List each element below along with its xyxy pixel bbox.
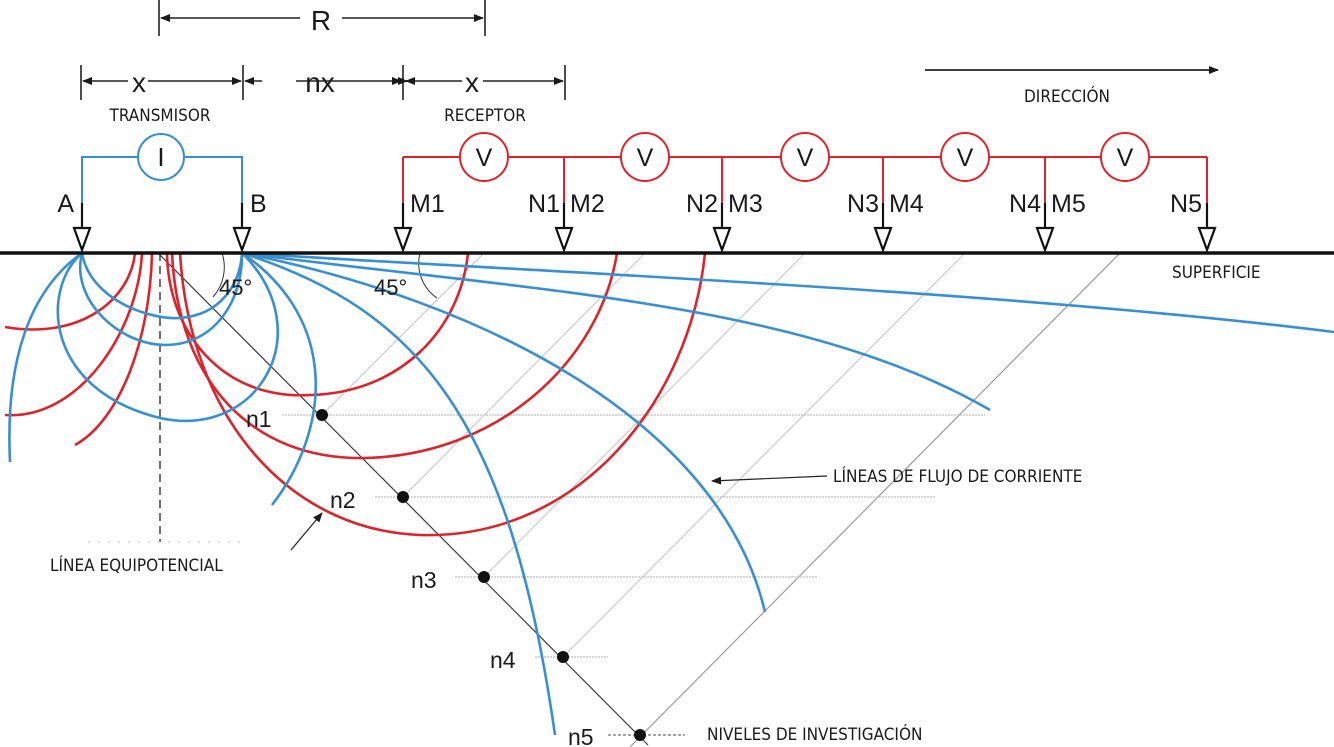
current-flow-line bbox=[241, 251, 767, 613]
dimension-label-x-left: x bbox=[132, 67, 146, 98]
electrode-label-N4: N4 bbox=[1009, 190, 1041, 218]
dimension-label-nx: nx bbox=[305, 67, 335, 98]
current-flow-line bbox=[241, 251, 991, 412]
current-flow-line bbox=[56, 252, 279, 423]
current-flow-line bbox=[79, 252, 244, 347]
dimension-label-x-right: x bbox=[465, 67, 479, 98]
level-point-n5 bbox=[634, 729, 646, 741]
dimension-R bbox=[158, 0, 486, 36]
voltmeter-label: V bbox=[957, 144, 974, 172]
level-point-n1 bbox=[316, 409, 328, 421]
transmitter-circuit: I bbox=[81, 133, 243, 203]
voltmeter-label: V bbox=[476, 144, 493, 172]
angle-arc-right bbox=[418, 252, 438, 299]
level-point-n4 bbox=[557, 651, 569, 663]
voltmeter-icon bbox=[1100, 132, 1150, 182]
electrode-M1 bbox=[393, 203, 413, 254]
level-label-n3: n3 bbox=[411, 567, 437, 593]
electrode-label-M5: M5 bbox=[1051, 190, 1086, 218]
level-label-n4: n4 bbox=[490, 647, 516, 673]
equipotential-line bbox=[4, 252, 144, 417]
electrode-label-A: A bbox=[57, 190, 74, 218]
electrode-N3-M4 bbox=[873, 203, 893, 254]
electrode-label-N3: N3 bbox=[847, 190, 879, 218]
ammeter-label: I bbox=[157, 142, 164, 172]
equipotential-lines bbox=[4, 252, 707, 537]
electrode-N2-M3 bbox=[712, 203, 732, 254]
current-flow-line bbox=[241, 251, 557, 736]
dimension-label-R: R bbox=[311, 5, 331, 36]
current-flow-line bbox=[80, 252, 244, 320]
electrode-label-N1: N1 bbox=[528, 190, 560, 218]
current-flow-callout-arrow bbox=[711, 475, 828, 485]
electrode-N4-M5 bbox=[1035, 203, 1055, 254]
dimension-x-right bbox=[398, 65, 566, 100]
investigation-levels-label: NIVELES DE INVESTIGACIÓN bbox=[707, 723, 922, 745]
transmitter-wire bbox=[184, 156, 243, 203]
level-point-n2 bbox=[397, 491, 409, 503]
guide-45-line bbox=[629, 252, 1121, 747]
equipotential-line bbox=[4, 252, 137, 331]
equipotential-callout-arrow bbox=[290, 512, 323, 551]
transmitter-wire bbox=[81, 156, 138, 203]
current-flow-lines bbox=[8, 251, 1334, 736]
electrode-label-M2: M2 bbox=[570, 190, 605, 218]
surface-label: SUPERFICIE bbox=[1172, 263, 1261, 283]
equipotential-line bbox=[74, 252, 154, 447]
voltmeter-icon bbox=[780, 132, 830, 182]
transmitter-label: TRANSMISOR bbox=[109, 106, 211, 126]
equipotential-label: LÍNEA EQUIPOTENCIAL bbox=[50, 554, 223, 576]
guide-45-line bbox=[321, 252, 485, 416]
electrodes bbox=[72, 203, 1217, 254]
electrode-label-N5: N5 bbox=[1170, 190, 1202, 218]
receiver-label: RECEPTOR bbox=[444, 106, 526, 126]
voltmeter-icon bbox=[940, 132, 990, 182]
electrode-label-N2: N2 bbox=[686, 190, 718, 218]
voltmeter-label: V bbox=[637, 144, 654, 172]
guide-lines bbox=[88, 252, 1121, 747]
angle-arc-left bbox=[212, 252, 225, 298]
electrode-label-M4: M4 bbox=[889, 190, 924, 218]
level-label-n2: n2 bbox=[330, 487, 356, 513]
level-point-n3 bbox=[478, 571, 490, 583]
level-label-n5: n5 bbox=[568, 724, 594, 747]
electrode-label-M1: M1 bbox=[410, 190, 445, 218]
guide-45-line bbox=[562, 252, 966, 658]
voltmeter-label: V bbox=[1117, 144, 1134, 172]
electrode-label-M3: M3 bbox=[728, 190, 763, 218]
dimension-x-left bbox=[80, 65, 244, 100]
voltmeters: V V V V V bbox=[459, 132, 1150, 182]
current-flow-line bbox=[241, 251, 1334, 334]
voltmeter-label: V bbox=[797, 144, 814, 172]
investigation-level-points bbox=[316, 409, 646, 741]
guide-45-line bbox=[402, 252, 646, 498]
electrode-A bbox=[72, 203, 92, 254]
current-flow-line bbox=[241, 251, 317, 506]
electrode-N1-M2 bbox=[554, 203, 574, 254]
current-flow-label: LÍNEAS DE FLUJO DE CORRIENTE bbox=[833, 465, 1082, 487]
current-flow-line bbox=[8, 251, 83, 463]
electrode-B bbox=[232, 203, 252, 254]
electrode-N5 bbox=[1197, 203, 1217, 254]
direction-label: DIRECCIÓN bbox=[1024, 85, 1110, 107]
level-label-n1: n1 bbox=[246, 406, 272, 432]
voltmeter-icon bbox=[620, 132, 670, 182]
voltmeter-icon bbox=[459, 132, 509, 182]
electrode-label-B: B bbox=[250, 190, 267, 218]
equipotential-line bbox=[170, 252, 619, 460]
ammeter-icon bbox=[137, 133, 185, 181]
angle-label-left: 45° bbox=[219, 275, 252, 300]
equipotential-line bbox=[178, 252, 707, 537]
angle-label-right: 45° bbox=[374, 275, 407, 300]
